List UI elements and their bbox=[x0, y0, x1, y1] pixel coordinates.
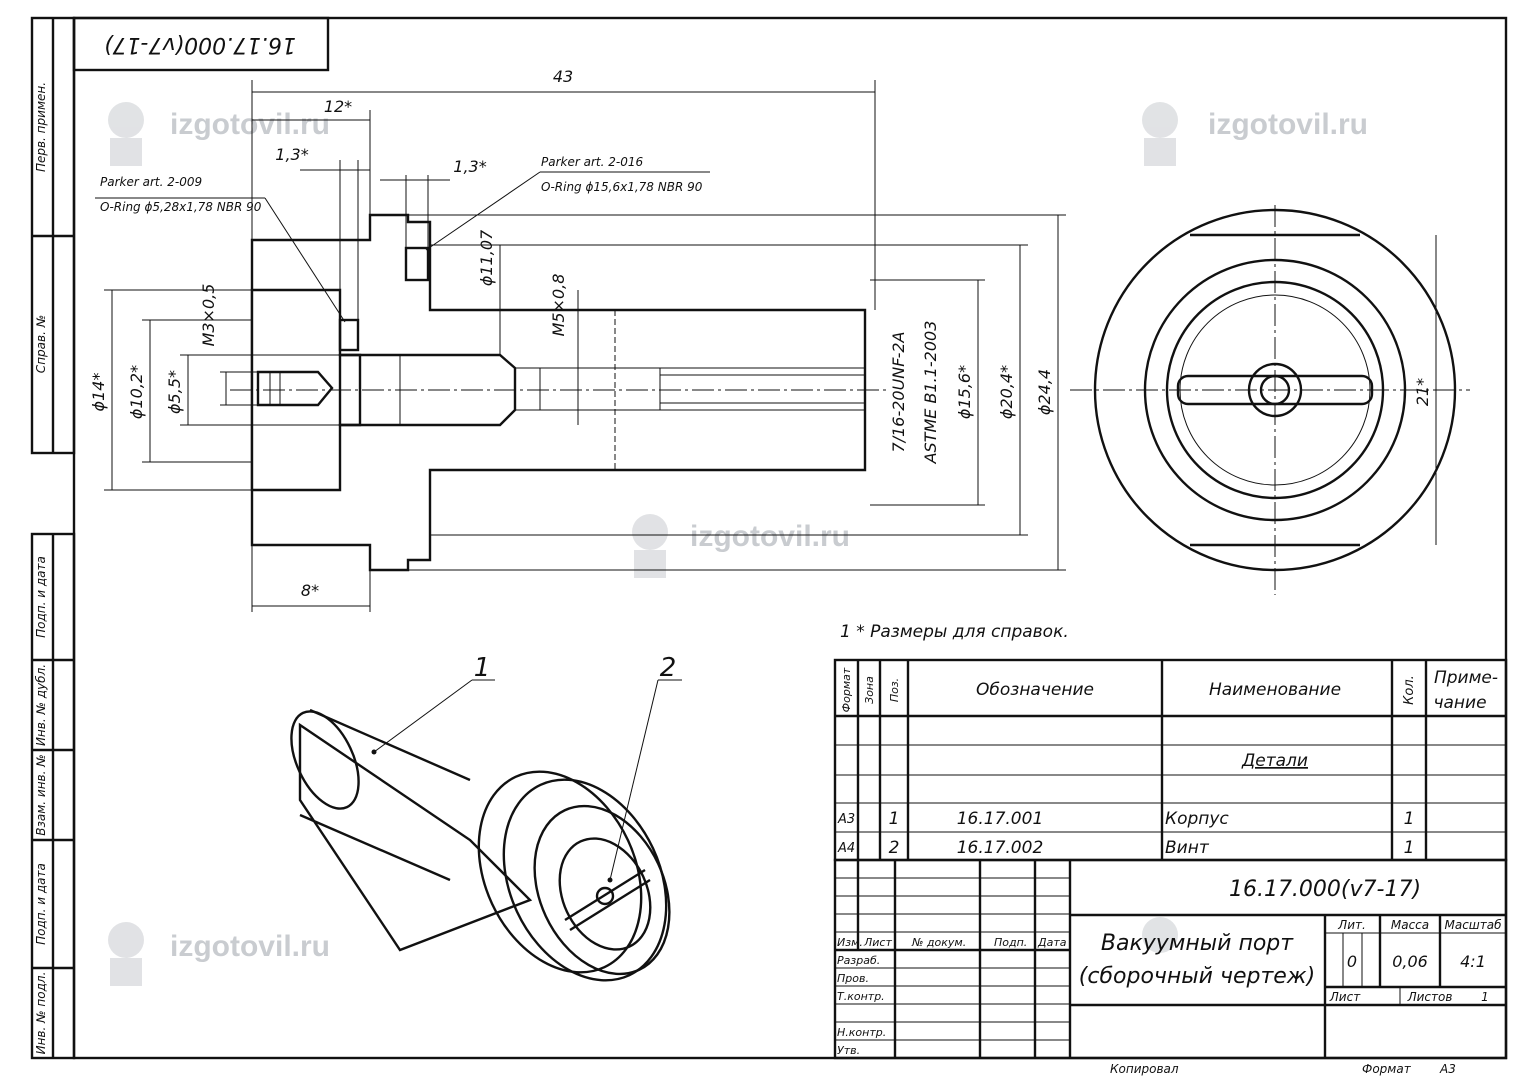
watermarks: izgotovil.ru izgotovil.ru izgotovil.ru i… bbox=[108, 102, 1368, 986]
dim-m3: M3×0,5 bbox=[199, 284, 218, 347]
spec-row-pos: 2 bbox=[889, 838, 900, 858]
spec-header-name: Наименование bbox=[1209, 680, 1341, 700]
watermark-logo-icon bbox=[108, 102, 1178, 986]
title-block-lit-label: Лит. bbox=[1337, 918, 1366, 932]
dim-d10-2: ϕ10,2* bbox=[127, 365, 146, 419]
dimension-texts: 43 12* 1,3* 1,3* 8* ϕ14* ϕ10,2* ϕ5,5* M3… bbox=[89, 67, 1432, 600]
title-block-col-doc: № докум. bbox=[911, 936, 966, 949]
title-block bbox=[833, 858, 1508, 1060]
dim-8: 8* bbox=[301, 581, 319, 600]
dim-d5-5: ϕ5,5* bbox=[165, 370, 184, 414]
dim-m5: M5×0,8 bbox=[549, 274, 568, 337]
spec-row-format: А3 bbox=[837, 812, 855, 827]
title-block-name-line-2: (сборочный чертеж) bbox=[1079, 964, 1315, 989]
spec-row-pos: 1 bbox=[889, 809, 900, 829]
isometric-view: 1 2 bbox=[290, 653, 682, 982]
title-block-row-tkontr: Т.контр. bbox=[837, 990, 885, 1003]
side-label: Инв. № подл. bbox=[34, 972, 48, 1055]
spec-row-designation: 16.17.001 bbox=[957, 809, 1044, 829]
left-margin-columns bbox=[30, 16, 76, 1060]
dim-12: 12* bbox=[324, 97, 352, 116]
spec-header-pos: Поз. bbox=[888, 678, 901, 702]
spec-header-zone: Зона bbox=[863, 676, 876, 704]
title-block-scale-label: Масштаб bbox=[1444, 918, 1502, 932]
dim-unf: 7/16-20UNF-2A bbox=[889, 332, 908, 453]
title-block-code: 16.17.000(v7-17) bbox=[1229, 877, 1421, 902]
spec-section-title: Детали bbox=[1241, 751, 1308, 771]
title-block-col-podp: Подп. bbox=[994, 936, 1027, 949]
side-label: Взам. инв. № bbox=[34, 754, 48, 835]
spec-row-name: Корпус bbox=[1165, 809, 1229, 829]
title-block-sheets-label: Листов bbox=[1407, 990, 1453, 1004]
watermark-text: izgotovil.ru bbox=[170, 108, 330, 141]
spec-header-designation: Обозначение bbox=[976, 680, 1094, 700]
section-view bbox=[230, 213, 890, 572]
title-block-lit: 0 bbox=[1347, 952, 1357, 971]
dim-d15-6: ϕ15,6* bbox=[955, 365, 974, 419]
watermark-text: izgotovil.ru bbox=[1208, 108, 1368, 141]
title-block-name-line-1: Вакуумный порт bbox=[1101, 931, 1294, 956]
title-block-row-nkontr: Н.контр. bbox=[837, 1026, 886, 1039]
title-block-scale: 4:1 bbox=[1460, 952, 1486, 971]
spec-table bbox=[833, 658, 1508, 862]
dim-21: 21* bbox=[1413, 378, 1432, 406]
side-label: Справ. № bbox=[34, 315, 48, 373]
title-block-col-izm: Изм. bbox=[837, 936, 863, 949]
title-block-col-date: Дата bbox=[1037, 936, 1067, 949]
spec-header-qty: Кол. bbox=[1402, 675, 1417, 705]
callout-parker-1-art: Parker art. 2-009 bbox=[100, 175, 202, 189]
code-stamp-rotated: 16.17.000(v7-17) bbox=[104, 32, 296, 57]
dim-43: 43 bbox=[553, 67, 573, 86]
title-block-col-list: Лист bbox=[863, 936, 892, 949]
title-block-sheets: 1 bbox=[1481, 990, 1489, 1004]
dim-1-3-b: 1,3* bbox=[453, 157, 486, 176]
title-block-row-prov: Пров. bbox=[837, 972, 869, 985]
callout-parker-1-ring: O-Ring ϕ5,28x1,78 NBR 90 bbox=[100, 200, 262, 214]
position-label-2: 2 bbox=[660, 653, 677, 683]
spec-row-designation: 16.17.002 bbox=[957, 838, 1044, 858]
footer-copied: Копировал bbox=[1110, 1062, 1179, 1076]
spec-row-qty: 1 bbox=[1404, 838, 1415, 858]
dimension-lines bbox=[95, 80, 1437, 612]
end-view bbox=[1070, 205, 1470, 595]
reference-note: 1 * Размеры для справок. bbox=[840, 622, 1069, 642]
spec-header-note-1: Приме- bbox=[1434, 668, 1498, 688]
spec-header-note-2: чание bbox=[1433, 693, 1486, 713]
o-ring-small bbox=[338, 318, 360, 352]
watermark-text: izgotovil.ru bbox=[170, 930, 330, 963]
spec-row-format: А4 bbox=[837, 841, 855, 856]
callout-parker-2-ring: O-Ring ϕ15,6x1,78 NBR 90 bbox=[541, 180, 703, 194]
callout-parker-2-art: Parker art. 2-016 bbox=[541, 155, 643, 169]
dim-d20-4: ϕ20,4* bbox=[997, 365, 1016, 419]
side-label: Подп. и дата bbox=[34, 556, 48, 638]
dim-d14: ϕ14* bbox=[89, 373, 108, 412]
dim-astm: ASTME B1.1-2003 bbox=[921, 321, 940, 465]
watermark-text: izgotovil.ru bbox=[690, 520, 850, 553]
title-block-mass-label: Масса bbox=[1391, 918, 1429, 932]
position-label-1: 1 bbox=[474, 653, 491, 683]
spec-row-name: Винт bbox=[1165, 838, 1210, 858]
dim-1-3-a: 1,3* bbox=[275, 145, 308, 164]
side-label: Подп. и дата bbox=[34, 863, 48, 945]
title-block-row-razrab: Разраб. bbox=[837, 954, 880, 967]
side-label: Инв. № дубл. bbox=[34, 664, 48, 746]
spec-header-format: Формат bbox=[840, 667, 853, 712]
title-block-row-utv: Утв. bbox=[837, 1044, 860, 1057]
footer-format-label: Формат bbox=[1362, 1062, 1412, 1076]
dim-d24-4: ϕ24,4 bbox=[1035, 369, 1054, 415]
spec-row-qty: 1 bbox=[1404, 809, 1415, 829]
side-label: Перв. примен. bbox=[34, 82, 48, 172]
dim-d11-07: ϕ11,07 bbox=[477, 229, 496, 286]
o-ring-large bbox=[404, 246, 430, 282]
title-block-sheet-label: Лист bbox=[1329, 990, 1361, 1004]
title-block-mass: 0,06 bbox=[1392, 952, 1428, 971]
footer-format: А3 bbox=[1439, 1062, 1456, 1076]
